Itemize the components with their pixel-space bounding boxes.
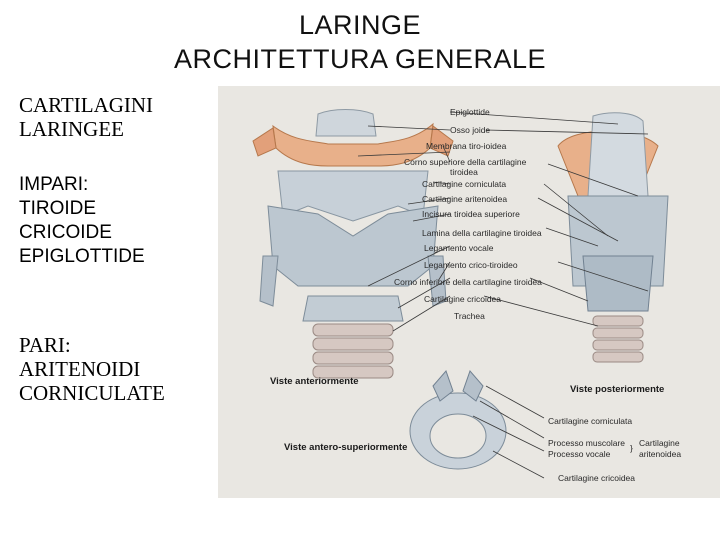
posterior-view-drawing <box>557 112 669 363</box>
larynx-svg: Epiglottide Osso joide Membrana tiro-ioi… <box>252 107 681 483</box>
block3-line-2: ARITENOIDI <box>19 357 141 381</box>
cartilagini-heading: CARTILAGINI LARINGEE <box>19 93 219 141</box>
larynx-illustration: Epiglottide Osso joide Membrana tiro-ioi… <box>218 86 720 498</box>
label-legamento-vocale: Legamento vocale <box>424 243 494 253</box>
label-aritenoidea: Cartilagine aritenoidea <box>422 194 507 204</box>
label-corno-sup-1: Corno superiore della cartilagine <box>404 157 527 167</box>
superior-view-drawing <box>409 370 507 470</box>
anterior-view-drawing <box>252 109 454 379</box>
block3-line-3: CORNICULATE <box>19 381 165 405</box>
block2-line-3: CRICOIDE <box>19 222 112 243</box>
label-aritenoidea-b-2: aritenoidea <box>639 449 681 459</box>
label-viste-posteriormente: Viste posteriormente <box>570 384 664 395</box>
label-proc-muscolare: Processo muscolare <box>548 438 625 448</box>
label-epiglottide: Epiglottide <box>450 107 490 117</box>
impari-list: IMPARI: TIROIDE CRICOIDE EPIGLOTTIDE <box>19 173 219 269</box>
label-corno-inf: Corno inferiore della cartilagine tiroid… <box>394 277 542 287</box>
label-lamina: Lamina della cartilagine tiroidea <box>422 228 542 238</box>
block2-line-4: EPIGLOTTIDE <box>19 246 145 267</box>
label-proc-vocale: Processo vocale <box>548 449 611 459</box>
label-aritenoidea-b-1: Cartilagine <box>639 438 680 448</box>
label-brace: } <box>630 443 633 453</box>
label-cricoidea-b: Cartilagine cricoidea <box>558 473 635 483</box>
title-line-1: LARINGE <box>298 10 422 40</box>
block1-line-2: LARINGEE <box>19 117 124 141</box>
leader-lines <box>357 111 649 479</box>
label-osso-ioide: Osso joide <box>450 125 490 135</box>
slide-title: LARINGE ARCHITETTURA GENERALE <box>0 8 720 76</box>
label-incisura: Incisura tiroidea superiore <box>422 209 520 219</box>
label-legamento-crico: Legamento crico-tiroideo <box>424 260 518 270</box>
pari-list: PARI: ARITENOIDI CORNICULATE <box>19 333 219 405</box>
label-viste-anteriormente: Viste anteriormente <box>270 376 359 387</box>
label-membrana: Membrana tiro-ioidea <box>426 141 507 151</box>
block2-line-2: TIROIDE <box>19 198 97 219</box>
label-viste-antero-superiormente: Viste antero-superiormente <box>284 442 407 453</box>
label-trachea: Trachea <box>454 311 485 321</box>
label-corniculata: Cartilagine corniculata <box>422 179 506 189</box>
label-cricoidea: Cartilagine cricoidea <box>424 294 501 304</box>
block3-line-1: PARI: <box>19 333 71 357</box>
label-corniculata-b: Cartilagine corniculata <box>548 416 632 426</box>
block2-line-1: IMPARI: <box>19 174 89 195</box>
block1-line-1: CARTILAGINI <box>19 93 154 117</box>
label-corno-sup-2: tiroidea <box>450 167 478 177</box>
title-line-2: ARCHITETTURA GENERALE <box>173 44 547 74</box>
